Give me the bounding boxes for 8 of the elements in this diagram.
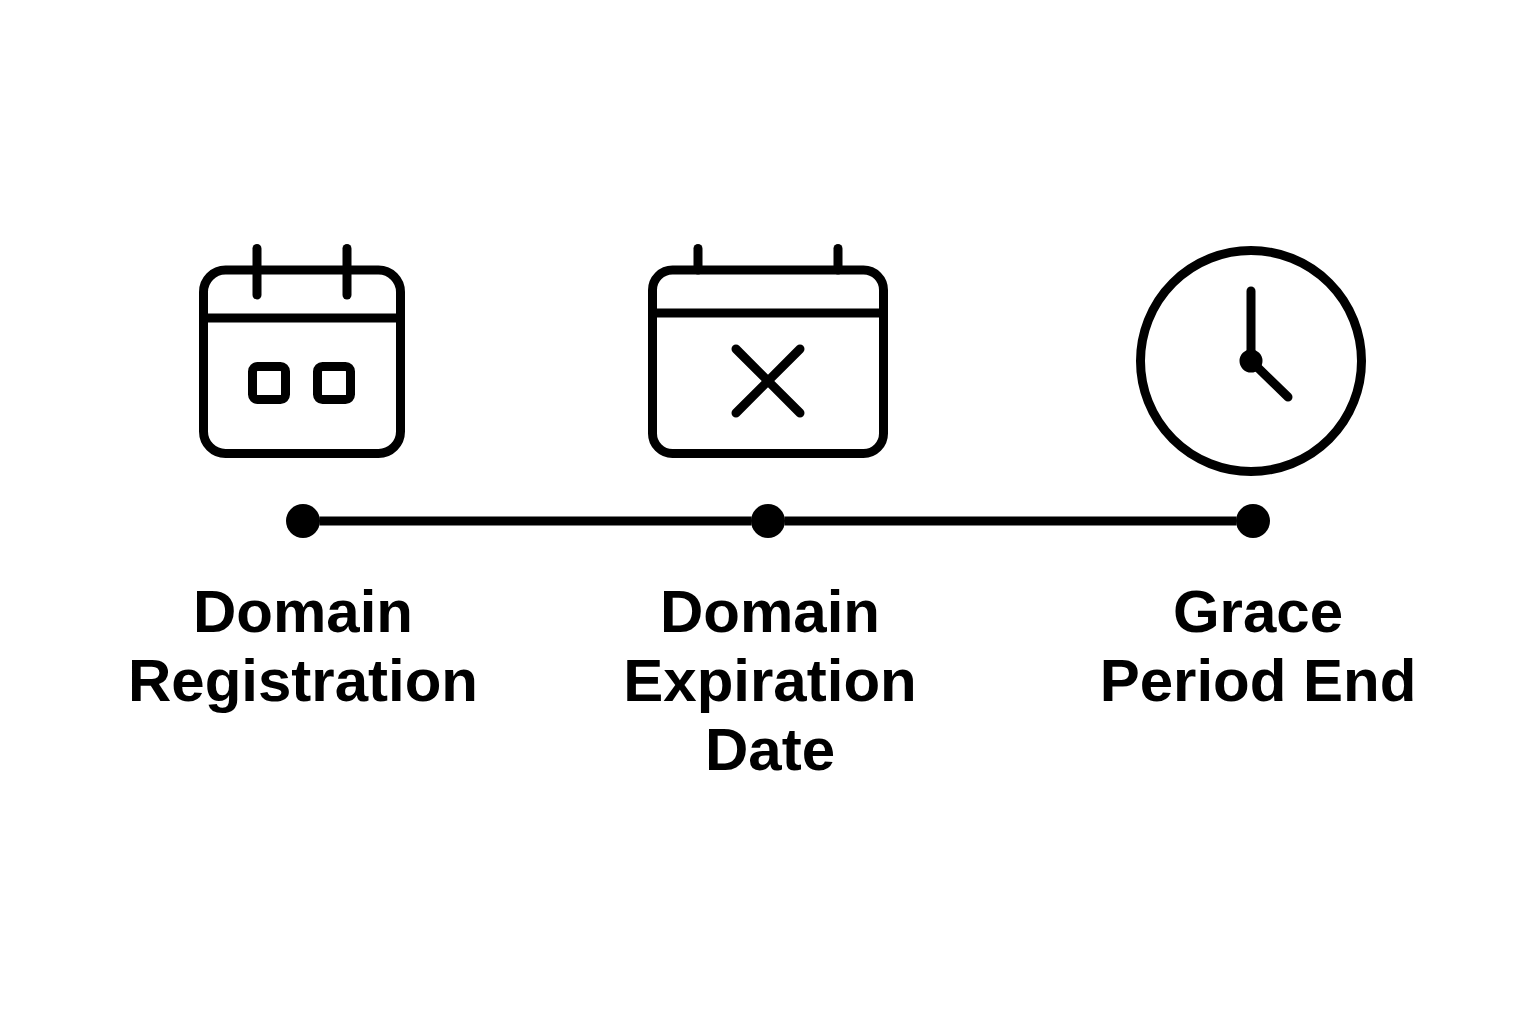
- milestone-label: Grace Period End: [1098, 577, 1418, 715]
- milestone-label: Domain Expiration Date: [622, 577, 918, 784]
- timeline-line: [319, 516, 752, 526]
- timeline-line: [784, 516, 1237, 526]
- timeline-dot: [286, 504, 320, 538]
- timeline-dot: [751, 504, 785, 538]
- milestone-label: Domain Registration: [126, 577, 479, 715]
- timeline-dot: [1236, 504, 1270, 538]
